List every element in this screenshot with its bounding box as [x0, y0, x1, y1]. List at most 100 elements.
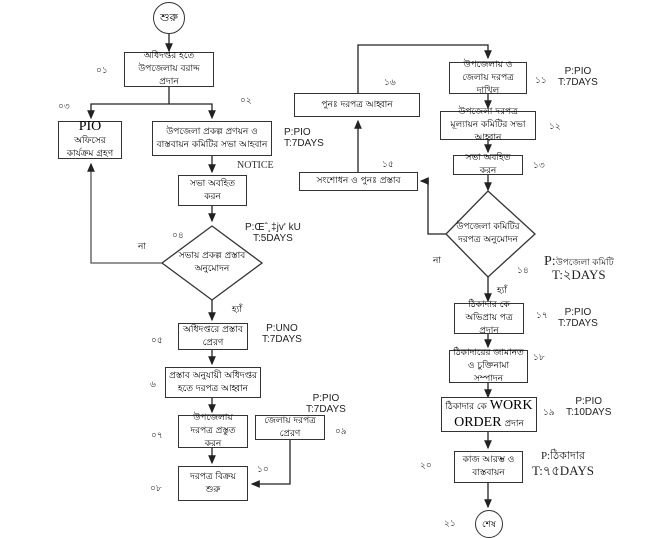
step-13-text: সভা অবহিত করন — [465, 153, 511, 176]
step-18-box: ঠিকাদারের জামানত ও চুক্তিনামা সম্পাদন — [449, 348, 528, 384]
step-05-time: T:7DAYS — [262, 334, 302, 345]
step-11-time: T:7DAYS — [558, 77, 598, 88]
step-05-person-time: P:UNO T:7DAYS — [262, 323, 302, 345]
arrow-to-02 — [169, 103, 216, 120]
notice-label: NOTICE — [237, 160, 274, 171]
step-16-person-time: P:PIO T:7DAYS — [284, 127, 324, 149]
step-01-box: অধিদপ্তর হতে উপজেলায় বরাদ্দ প্রদান — [124, 51, 214, 87]
decision-14-text: উপজেলা কমিটির দরপত্র অনুমোদন — [456, 222, 520, 245]
step-11-person-time: P:PIO T:7DAYS — [558, 66, 598, 88]
step-14-person-time: P:উপজেলা কমিটি T:২DAYS — [544, 254, 614, 282]
step-16-person: P:PIO — [284, 127, 311, 138]
step-15-text: সংশোধন ও পুনঃ প্রস্তাব — [316, 176, 401, 186]
step-number-15: ১৫ — [382, 160, 394, 170]
end-terminal: শেষ — [475, 510, 503, 538]
step-number-11: ১১ — [535, 76, 547, 86]
decision-14-yes-label: হ্যাঁ — [497, 286, 507, 296]
step-03-text: অফিসের কার্যক্রম গ্রহণ — [66, 135, 114, 159]
step-19-time: T:10DAYS — [566, 407, 612, 418]
step-05-text: অধিদপ্তরে প্রস্তাব প্রেরণ — [183, 324, 243, 348]
step-04-person-time: P:Œˆ¸‡jv' kU T:5DAYS — [245, 222, 301, 244]
arrow-16-to-11 — [357, 44, 492, 93]
start-terminal: শুরু — [153, 2, 185, 34]
step-14-time: T:২DAYS — [552, 267, 606, 282]
step-number-09: ০৯ — [335, 427, 347, 437]
step-number-21: ২১ — [444, 519, 456, 529]
step-number-02: ০২ — [240, 96, 252, 106]
decision-04-text: সভায় প্রকল্প প্রস্তাব অনুমোদন — [178, 251, 246, 274]
step-19-text-d: প্রদান — [504, 418, 524, 429]
step-20-person: P:ঠিকাদার — [540, 450, 586, 462]
step-19-person: P:PIO — [575, 396, 603, 407]
step-16-time: T:7DAYS — [284, 138, 324, 149]
step-20-time: T:৭৫DAYS — [532, 463, 594, 478]
step-number-12: ১২ — [549, 122, 561, 132]
step-14-person-line: P:উপজেলা কমিটি — [544, 254, 614, 269]
step-19-person-time: P:PIO T:10DAYS — [566, 396, 611, 418]
step-number-10: ১০ — [257, 465, 269, 475]
step-16-box: পুনঃ দরপত্র আহ্বান — [294, 93, 420, 117]
step-meeting-inform-text: সভা অবহিত করন — [190, 178, 235, 202]
step-13-box: সভা অবহিত করন — [453, 153, 523, 176]
step-20-box: কাজ আরম্ভ ও বাস্তবায়ন — [454, 451, 523, 483]
arrow-to-03 — [87, 103, 169, 120]
step-number-16: ১৬ — [384, 78, 396, 88]
step-02-box: উপজেলা প্রকল্প প্রণয়ন ও বাস্তবায়ন কমিট… — [152, 121, 272, 156]
step-09-text: জেলায় দরপত্র প্রেরণ — [264, 415, 316, 439]
step-12-text: উপজেলা দরপত্র মূল্যায়ন কমিটির সভা আহ্বা… — [450, 107, 526, 143]
step-17-box: ঠিকাদার কে অভিপ্রায় পত্র প্রদান — [454, 300, 524, 336]
step-number-01: ০১ — [96, 66, 108, 76]
step-07-box: উপজেলায় দরপত্র প্রস্তুত করন — [178, 413, 248, 449]
step-08-text: দরপত্র বিক্রয় শুরু — [190, 471, 236, 495]
step-17-text: ঠিকাদার কে অভিপ্রায় পত্র প্রদান — [465, 300, 513, 336]
step-number-14: ১৪ — [517, 266, 529, 276]
decision-14-no-label: না — [433, 256, 441, 266]
step-19-text-c: ORDER — [454, 414, 502, 430]
step-01-text: অধিদপ্তর হতে উপজেলায় বরাদ্দ প্রদান — [138, 51, 200, 87]
step-19-text-b: WORK — [489, 397, 533, 413]
step-number-19: ১৯ — [543, 408, 555, 418]
arrow-04-no-to-03 — [87, 162, 162, 264]
decision-04-yes-label: হ্যাঁ — [232, 305, 242, 315]
step-07-text: উপজেলায় দরপত্র প্রস্তুত করন — [190, 413, 236, 449]
decision-04-no-label: না — [138, 242, 146, 252]
step-14-person-prefix: P: — [544, 254, 556, 269]
step-number-08: ০৮ — [150, 484, 162, 494]
step-number-05: ০৫ — [151, 336, 163, 346]
step-04-person: P:Œˆ¸‡jv' kU — [245, 222, 301, 233]
step-17-person-time: P:PIO T:7DAYS — [558, 307, 598, 329]
step-number-13: ১৩ — [533, 161, 545, 171]
arrow-09-to-08 — [250, 440, 291, 488]
step-number-04: ০৪ — [172, 231, 184, 241]
step-19-text-a: ঠিকাদার কে — [445, 401, 487, 412]
step-03-box: PIO অফিসের কার্যক্রম গ্রহণ — [58, 118, 122, 161]
step-11-person: P:PIO — [564, 66, 592, 77]
end-label: শেষ — [482, 519, 496, 530]
step-number-06: ৬ — [150, 380, 156, 390]
step-05-box: অধিদপ্তরে প্রস্তাব প্রেরণ — [178, 323, 248, 350]
step-09-box: জেলায় দরপত্র প্রেরণ — [255, 415, 325, 440]
step-12-box: উপজেলা দরপত্র মূল্যায়ন কমিটির সভা আহ্বা… — [440, 107, 536, 143]
step-number-20: ২০ — [420, 461, 432, 471]
step-20-text: কাজ আরম্ভ ও বাস্তবায়ন — [462, 455, 515, 478]
step-03-prefix: PIO — [78, 118, 102, 134]
step-20-person-time: P:ঠিকাদার T:৭৫DAYS — [532, 449, 594, 478]
step-06-box: প্রস্তাব অনুযায়ী অধিদপ্তর হতে দরপত্র আহ… — [165, 367, 261, 398]
step-09-person: P:PIO — [312, 393, 340, 404]
step-number-03: ০৩ — [58, 102, 70, 112]
step-meeting-inform-box: সভা অবহিত করন — [178, 175, 247, 206]
step-11-box: উপজেলায় ও জেলায় দরপত্র দাখিল — [449, 60, 527, 96]
step-number-07: ০৭ — [151, 431, 163, 441]
step-14-person: উপজেলা কমিটি — [555, 257, 614, 267]
step-09-person-time: P:PIO T:7DAYS — [306, 393, 346, 415]
step-11-text: উপজেলায় ও জেলায় দরপত্র দাখিল — [462, 59, 514, 96]
step-04-time: T:5DAYS — [252, 233, 293, 244]
step-number-18: ১৮ — [533, 353, 545, 363]
step-03-content: PIO অফিসের কার্যক্রম গ্রহণ — [62, 118, 118, 161]
step-05-person: P:UNO — [266, 323, 298, 334]
step-17-person: P:PIO — [564, 307, 592, 318]
step-06-text: প্রস্তাব অনুযায়ী অধিদপ্তর হতে দরপত্র আহ… — [169, 370, 257, 394]
